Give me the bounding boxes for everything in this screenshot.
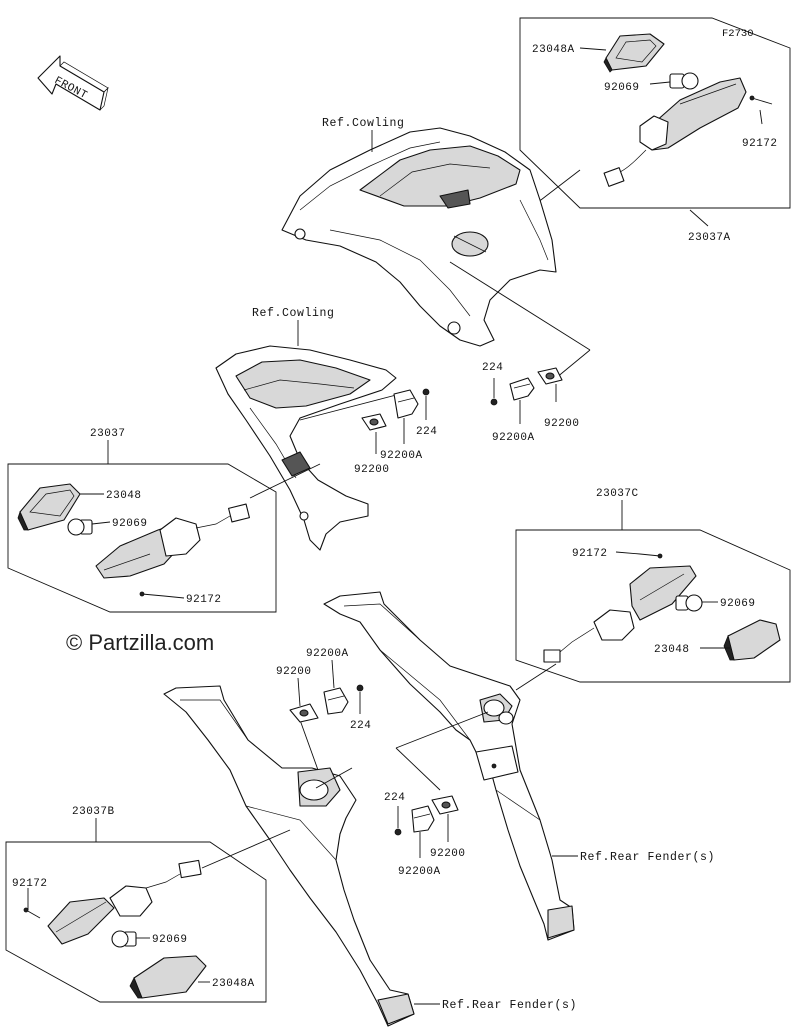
label-23048A-bottom: 23048A — [212, 978, 255, 990]
rear-fender-bracket-right: Ref.Rear Fender(s) — [323, 591, 715, 941]
label-92069-top: 92069 — [604, 82, 640, 94]
label-224-fr: 224 — [482, 362, 503, 374]
rear-fender-bracket-left: Ref.Rear Fender(s) — [163, 685, 577, 1027]
bulb-92069-mid — [67, 518, 93, 536]
label-92200A-fl: 92200A — [380, 450, 423, 462]
upper-cowling-reference: Ref.Cowling — [281, 117, 557, 347]
label-92172-mid: 92172 — [186, 594, 222, 606]
label-92172-bottom: 92172 — [12, 878, 48, 890]
turn-signal-housing-23037C — [629, 565, 697, 621]
hardware-rear-left: 92200 92200A 224 — [276, 648, 371, 732]
bulb-92069-part — [669, 72, 699, 90]
assembly-23037-group: 23037 23048 92069 92172 — [7, 428, 277, 613]
label-92172-top: 92172 — [742, 138, 778, 150]
label-23037C: 23037C — [596, 488, 639, 500]
label-92200A-rl: 92200A — [306, 648, 349, 660]
assembly-23037B-group: 23037B 92172 92069 23048A — [5, 806, 267, 1003]
label-92200A-fr: 92200A — [492, 432, 535, 444]
label-92069-bottom: 92069 — [152, 934, 188, 946]
bulb-92069-right — [675, 594, 703, 612]
lens-23048A-part — [605, 33, 665, 71]
label-92200-fr: 92200 — [544, 418, 580, 430]
label-92069-right: 92069 — [720, 598, 756, 610]
label-23037B: 23037B — [72, 806, 115, 818]
label-92172-right: 92172 — [572, 548, 608, 560]
assembly-23037A-group: 23048A 92069 92172 23037A — [519, 17, 791, 244]
assembly-23037C-group: 23037C 92172 92069 23048 — [515, 488, 791, 683]
label-23037: 23037 — [90, 428, 126, 440]
lens-23048-right — [727, 619, 781, 661]
label-92200A-rr: 92200A — [398, 866, 441, 878]
label-ref-rear-fender-left: Ref.Rear Fender(s) — [442, 999, 577, 1012]
label-ref-cowling-lower: Ref.Cowling — [252, 307, 335, 320]
label-23048-right: 23048 — [654, 644, 690, 656]
partzilla-watermark: © Partzilla.com — [66, 630, 214, 655]
front-arrow-icon: FRONT — [37, 55, 109, 111]
label-ref-cowling-upper: Ref.Cowling — [322, 117, 405, 130]
lower-cowling-reference: Ref.Cowling — [215, 307, 397, 551]
turn-signal-housing-23037A — [645, 77, 747, 151]
label-92200-rl: 92200 — [276, 666, 312, 678]
hardware-front-left: 92200 92200A 224 — [354, 388, 437, 476]
figure-code: F2730 — [722, 28, 754, 40]
label-224-rr: 224 — [384, 792, 405, 804]
hardware-front-right: 92200 92200A 224 — [482, 362, 580, 444]
bulb-92069-bottom — [111, 930, 137, 948]
hardware-rear-right: 92200 92200A 224 — [384, 792, 466, 878]
label-23037A: 23037A — [688, 232, 731, 244]
turn-signal-housing-23037B — [47, 897, 115, 945]
label-23048-mid: 23048 — [106, 490, 142, 502]
label-23048A-top: 23048A — [532, 44, 575, 56]
label-92069-mid: 92069 — [112, 518, 148, 530]
label-92200-rr: 92200 — [430, 848, 466, 860]
label-224-rl: 224 — [350, 720, 371, 732]
lens-23048A-bottom — [133, 955, 207, 999]
label-ref-rear-fender-right: Ref.Rear Fender(s) — [580, 851, 715, 864]
label-224-fl: 224 — [416, 426, 437, 438]
label-92200-fl: 92200 — [354, 464, 390, 476]
